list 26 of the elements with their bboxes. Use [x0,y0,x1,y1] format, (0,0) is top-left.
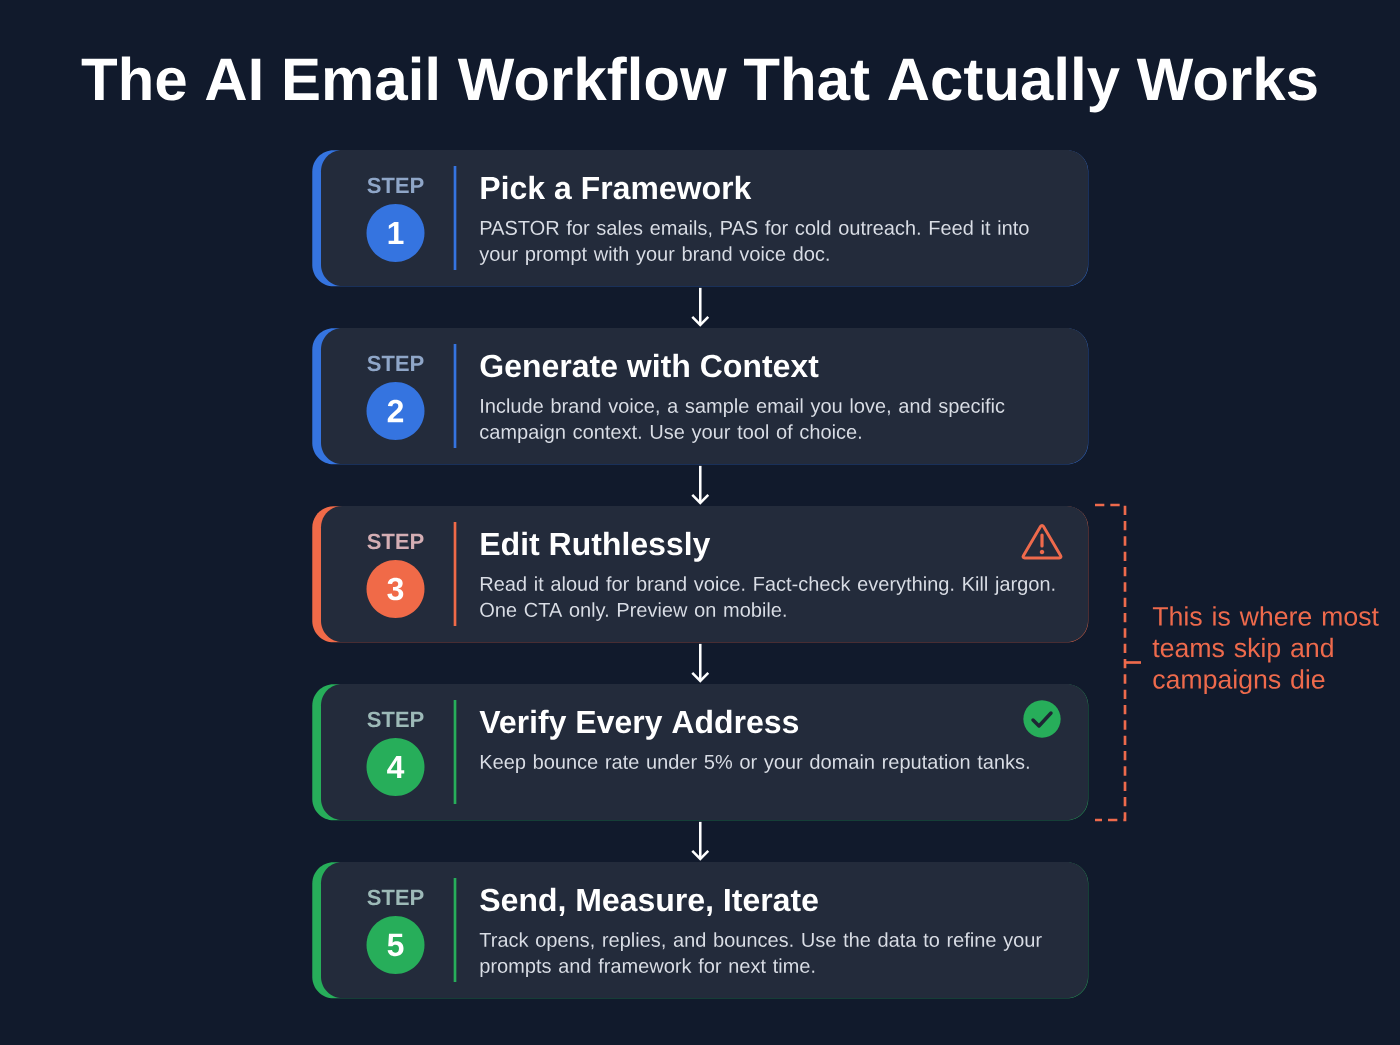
step-label: STEP [367,533,424,550]
step-description: PASTOR for sales emails, PAS for cold outreach. Feed it into your prompt with your brand voice doc. [479,220,1029,265]
step-label: STEP [367,355,424,372]
number-badge: 1 [366,204,425,262]
step-title: Send, Measure, Iterate [480,887,818,916]
arrow [691,287,710,327]
callout-note: This is where most teams skip and campaigns die [1152,606,1379,695]
step-title: Pick a Framework [481,175,752,200]
step-label: STEP [367,711,424,728]
step-description: Keep bounce rate under 5% or your domain reputation tanks. [480,754,1029,773]
arrow [691,821,710,861]
number-badge: 3 [366,560,425,618]
step-title: Verify Every Address [479,709,799,740]
step-description: Read it aloud for brand voice. Fact-check everything. Kill jargon. One CTA only. Preview on mobile. [480,576,1055,621]
step-label: STEP [367,177,424,194]
step-title: Generate with Context [480,353,819,378]
step-description: Track opens, replies, and bounces. Use the data to refine your prompts and framework for next time. [479,932,1042,977]
arrow [691,465,710,505]
step-title: Edit Ruthlessly [481,531,711,562]
number-badge: 4 [366,738,425,796]
step-label: STEP [367,889,424,906]
number-badge: 2 [366,382,425,440]
arrow [691,643,710,683]
title: The AI Email Workflow That Actually Works [81,56,1317,113]
number-badge: 5 [366,916,425,974]
step-description: Include brand voice, a sample email you love, and specific campaign context. Use your tool of choice. [480,398,1005,443]
